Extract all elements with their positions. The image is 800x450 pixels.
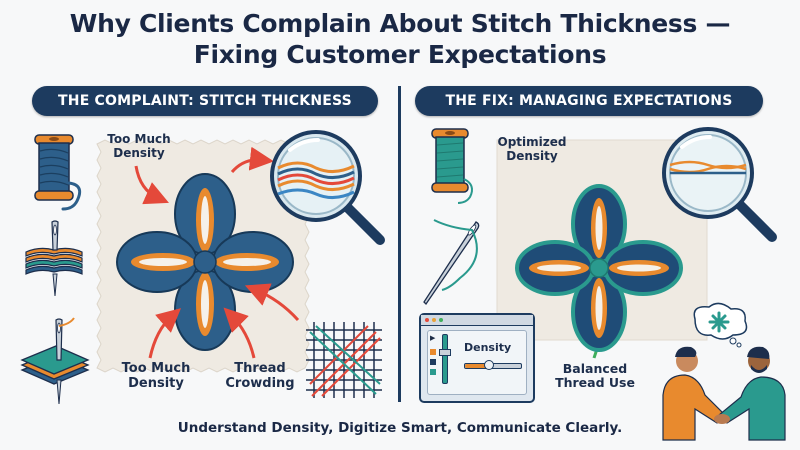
handshake-icon xyxy=(662,302,786,441)
cursor-tool-icon[interactable]: ▶ xyxy=(430,334,436,342)
needle-with-thread-icon xyxy=(423,219,480,306)
label-line: Optimized xyxy=(497,135,567,149)
label-optimized-density: Optimized Density xyxy=(492,135,572,164)
label-line: Balanced xyxy=(562,361,628,376)
density-software-window: ▶ Density xyxy=(419,313,535,403)
footer-tagline: Understand Density, Digitize Smart, Comm… xyxy=(177,420,623,436)
label-thread-crowding: Thread Crowding xyxy=(220,361,300,392)
magnifier-smooth-threads-icon xyxy=(662,127,777,242)
page-title: Why Clients Complain About Stitch Thickn… xyxy=(0,8,800,70)
window-close-dot[interactable] xyxy=(425,318,429,322)
label-line: Too Much xyxy=(121,361,191,376)
label-line: Crowding xyxy=(225,375,295,391)
label-balanced-thread-use: Balanced Thread Use xyxy=(550,361,640,391)
vertical-slider[interactable] xyxy=(442,334,448,384)
swatch-navy[interactable] xyxy=(430,359,436,365)
thread-spool-icon xyxy=(34,134,82,211)
label-line: Too Much xyxy=(107,132,171,146)
window-max-dot[interactable] xyxy=(439,318,443,322)
magnifier-tangled-threads-icon xyxy=(270,130,385,245)
density-slider-fill xyxy=(465,364,487,368)
label-line: Thread xyxy=(234,361,286,376)
needle-stack-fabric-icon xyxy=(20,317,90,405)
panel-divider xyxy=(398,86,401,402)
title-line-1: Why Clients Complain About Stitch Thickn… xyxy=(69,9,731,38)
label-line: Thread Use xyxy=(555,375,635,391)
density-slider-thumb[interactable] xyxy=(484,360,494,370)
label-too-much-density-top: Too Much Density xyxy=(98,132,180,161)
title-line-2: Fixing Customer Expectations xyxy=(193,40,607,69)
vertical-slider-thumb[interactable] xyxy=(439,349,451,356)
needle-through-layers-icon xyxy=(25,220,83,297)
label-too-much-density-bottom: Too Much Density xyxy=(106,361,206,392)
fix-heading: THE FIX: MANAGING EXPECTATIONS xyxy=(415,86,763,116)
label-line: Density xyxy=(113,145,165,160)
density-label: Density xyxy=(464,341,512,354)
window-titlebar xyxy=(421,315,533,326)
complaint-heading: THE COMPLAINT: STITCH THICKNESS xyxy=(32,86,378,116)
label-line: Density xyxy=(506,148,558,163)
label-line: Density xyxy=(128,375,184,391)
thread-spool-teal-icon xyxy=(431,128,473,204)
swatch-orange[interactable] xyxy=(430,349,436,355)
swatch-teal[interactable] xyxy=(430,369,436,375)
window-min-dot[interactable] xyxy=(432,318,436,322)
crossed-grid-icon xyxy=(306,322,382,398)
